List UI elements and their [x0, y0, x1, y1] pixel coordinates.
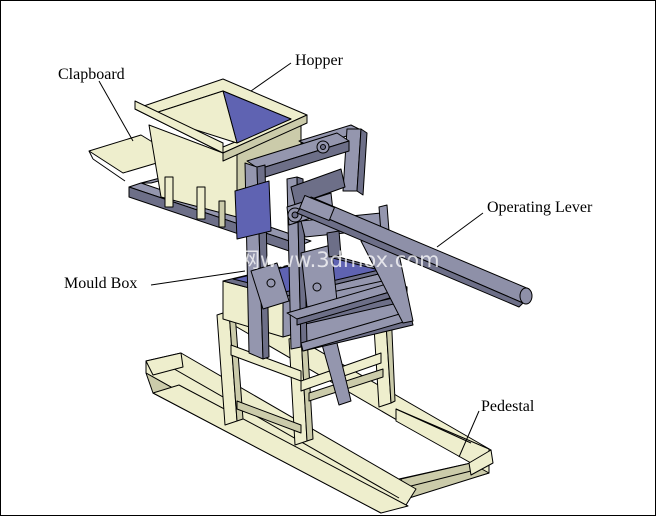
main-frame — [234, 124, 414, 360]
stand-frame — [216, 306, 396, 446]
operating-lever — [296, 195, 533, 308]
label-hopper: Hopper — [295, 52, 344, 69]
label-pedestal: Pedestal — [481, 398, 535, 415]
hopper — [134, 78, 308, 228]
label-clapboard: Clapboard — [58, 66, 125, 83]
label-mould-box: Mould Box — [64, 275, 137, 292]
watermark: 莫西网www.3dmox.com — [197, 248, 440, 272]
label-operating-lever: Operating Lever — [487, 199, 593, 216]
leader-lines — [98, 62, 484, 458]
